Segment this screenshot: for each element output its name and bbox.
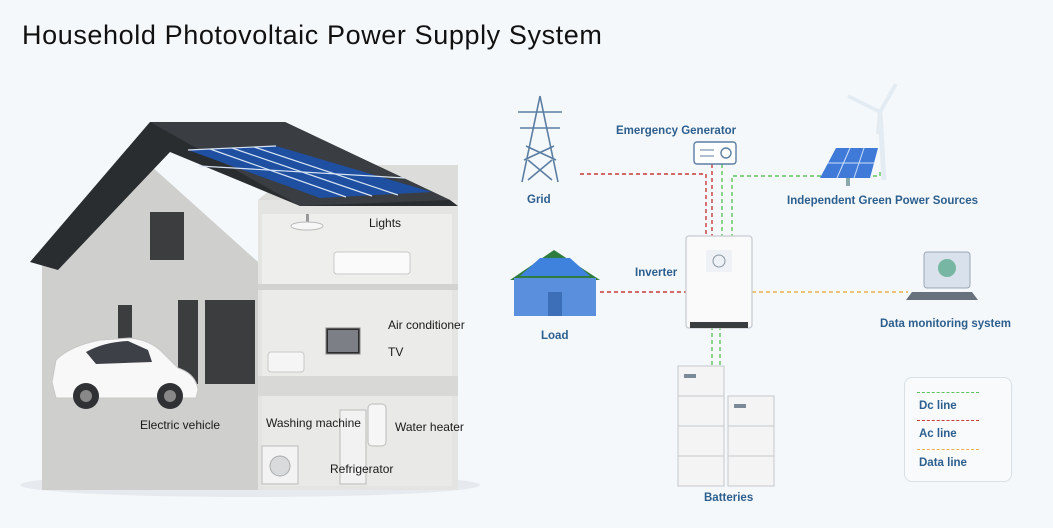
data-line-label: Data line (919, 457, 967, 469)
green-power-sources-label: Independent Green Power Sources (787, 195, 979, 207)
inverter-label: Inverter (635, 267, 678, 279)
dc-line-swatch (917, 392, 979, 393)
roof-solar-panels (187, 145, 432, 198)
refrigerator-label: Refrigerator (330, 462, 394, 476)
emergency-generator-label: Emergency Generator (616, 125, 737, 137)
grid-label: Grid (527, 194, 551, 206)
lights-label: Lights (369, 216, 402, 230)
air-conditioner-label: Air conditioner (388, 318, 465, 332)
line-legend: Dc line Ac line Data line (904, 377, 1012, 482)
page-title: Household Photovoltaic Power Supply Syst… (22, 20, 603, 50)
battery-stack-icon (677, 365, 775, 487)
load-house-icon (510, 250, 600, 316)
washing-machine-label: Washing machine (266, 416, 361, 430)
data-line-swatch (917, 449, 979, 450)
laptop-icon (906, 251, 978, 300)
inverter-icon (685, 235, 753, 329)
tv-label: TV (388, 345, 404, 359)
electric-car (51, 337, 199, 409)
electric-vehicle-label: Electric vehicle (140, 418, 221, 432)
ac-line-label: Ac line (919, 428, 957, 440)
ac-lines (580, 164, 713, 293)
water-heater-label: Water heater (395, 420, 464, 434)
generator-icon (693, 141, 737, 165)
load-label: Load (541, 330, 569, 342)
dc-line-label: Dc line (919, 400, 957, 412)
green-power-icon (820, 83, 898, 186)
grid-tower-icon (518, 95, 562, 183)
data-monitoring-label: Data monitoring system (880, 318, 1011, 330)
batteries-label: Batteries (704, 492, 754, 504)
dc-lines (711, 164, 881, 368)
ac-line-swatch (917, 420, 979, 421)
